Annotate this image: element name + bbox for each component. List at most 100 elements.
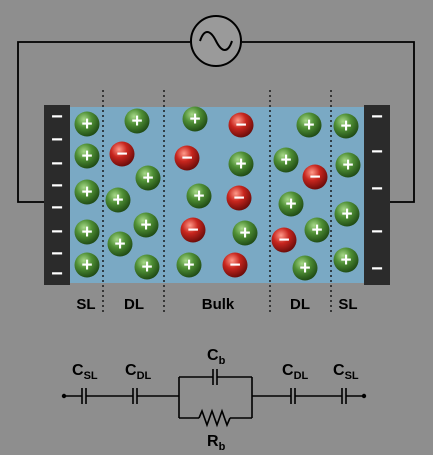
plus-sign: +: [189, 109, 200, 130]
cation-ion: +: [273, 147, 299, 173]
cation-ion: +: [182, 106, 208, 132]
plus-sign: +: [193, 186, 204, 207]
electrode-minus-sign: −: [371, 258, 383, 280]
cation-ion: +: [74, 179, 100, 205]
electrode-minus-sign: −: [371, 141, 383, 163]
cation-sphere: [74, 219, 100, 245]
cation-ion: +: [292, 255, 318, 281]
plus-sign: +: [280, 150, 291, 171]
cation-ion: +: [176, 252, 202, 278]
anion-ion: −: [302, 164, 328, 190]
cation-sphere: [107, 231, 133, 257]
cation-sphere: [232, 220, 258, 246]
plus-sign: +: [285, 194, 296, 215]
plus-sign: +: [299, 258, 310, 279]
cation-ion: +: [296, 112, 322, 138]
cation-sphere: [135, 165, 161, 191]
plus-sign: +: [81, 255, 92, 276]
electrode-minus-sign: −: [51, 197, 63, 219]
anion-ion: −: [226, 185, 252, 211]
cation-sphere: [182, 106, 208, 132]
anion-ion: −: [222, 252, 248, 278]
anion-ion: −: [180, 217, 206, 243]
plus-sign: +: [112, 190, 123, 211]
cation-ion: +: [278, 191, 304, 217]
cation-sphere: [296, 112, 322, 138]
plus-sign: +: [81, 222, 92, 243]
region-label-sl-right: SL: [338, 296, 357, 313]
cation-sphere: [133, 212, 159, 238]
ions: +++++++++++++++++++++++++−−−−−−−−: [74, 106, 361, 281]
region-label-dl-left: DL: [124, 296, 144, 313]
cation-sphere: [74, 143, 100, 169]
cation-ion: +: [105, 187, 131, 213]
label-c-sl-left: CSL: [72, 362, 98, 382]
anion-sphere: [226, 185, 252, 211]
anion-sphere: [174, 145, 200, 171]
plus-sign: +: [140, 215, 151, 236]
cation-ion: +: [186, 183, 212, 209]
region-label-sl-left: SL: [76, 296, 95, 313]
anion-sphere: [302, 164, 328, 190]
cation-ion: +: [74, 252, 100, 278]
terminal-dot: [361, 393, 367, 399]
cation-ion: +: [74, 219, 100, 245]
minus-sign: −: [278, 230, 289, 251]
plus-sign: +: [141, 257, 152, 278]
cation-sphere: [334, 201, 360, 227]
label-c-dl-left: CDL: [125, 362, 152, 382]
cation-ion: +: [232, 220, 258, 246]
anion-sphere: [222, 252, 248, 278]
cation-sphere: [176, 252, 202, 278]
cation-sphere: [74, 179, 100, 205]
electrode-minus-sign: −: [51, 175, 63, 197]
cation-sphere: [292, 255, 318, 281]
electrode-minus-sign: −: [51, 129, 63, 151]
cation-ion: +: [74, 111, 100, 137]
cation-ion: +: [134, 254, 160, 280]
minus-sign: −: [309, 167, 320, 188]
cation-sphere: [74, 252, 100, 278]
cation-ion: +: [133, 212, 159, 238]
anion-sphere: [271, 227, 297, 253]
cation-sphere: [333, 113, 359, 139]
electrode-minus-sign: −: [371, 106, 383, 128]
electrode-minus-sign: −: [51, 106, 63, 128]
cation-sphere: [304, 217, 330, 243]
anion-ion: −: [174, 145, 200, 171]
sine-wave-icon: [199, 31, 233, 51]
label-c-dl-right: CDL: [282, 362, 309, 382]
plus-sign: +: [303, 115, 314, 136]
cation-sphere: [74, 111, 100, 137]
cation-ion: +: [107, 231, 133, 257]
plus-sign: +: [81, 182, 92, 203]
plus-sign: +: [340, 250, 351, 271]
plus-sign: +: [114, 234, 125, 255]
cation-ion: +: [124, 108, 150, 134]
plus-sign: +: [142, 168, 153, 189]
anion-ion: −: [271, 227, 297, 253]
plus-sign: +: [183, 255, 194, 276]
electrode-signs: −−−−−−−−−−−−−: [51, 106, 383, 285]
label-c-sl-right: CSL: [333, 362, 359, 382]
electrode-minus-sign: −: [371, 221, 383, 243]
minus-sign: −: [235, 115, 246, 136]
cation-sphere: [278, 191, 304, 217]
electrode-minus-sign: −: [51, 221, 63, 243]
cation-sphere: [124, 108, 150, 134]
electrode-minus-sign: −: [371, 178, 383, 200]
region-labels: SL DL Bulk DL SL: [76, 296, 357, 313]
minus-sign: −: [233, 188, 244, 209]
cation-ion: +: [335, 152, 361, 178]
minus-sign: −: [116, 144, 127, 165]
region-label-dl-right: DL: [290, 296, 310, 313]
anion-sphere: [109, 141, 135, 167]
cation-ion: +: [333, 113, 359, 139]
minus-sign: −: [187, 220, 198, 241]
plus-sign: +: [239, 223, 250, 244]
cation-ion: +: [333, 247, 359, 273]
cation-ion: +: [334, 201, 360, 227]
cation-ion: +: [74, 143, 100, 169]
plus-sign: +: [81, 146, 92, 167]
